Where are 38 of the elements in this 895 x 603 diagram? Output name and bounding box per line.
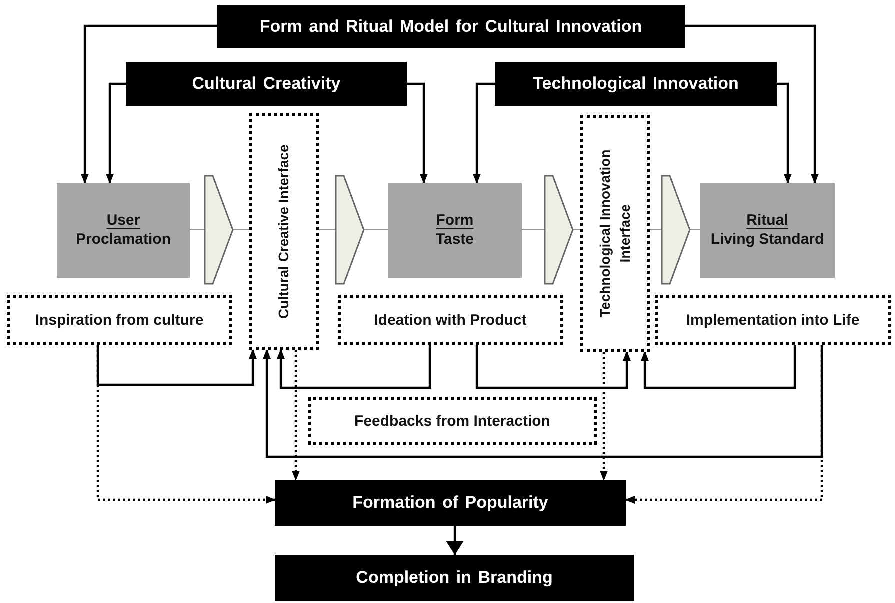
heading-bar: Form and Ritual Model for Cultural Innovation — [217, 5, 685, 48]
arrow — [777, 82, 792, 184]
arrow — [96, 345, 257, 386]
arrow — [446, 526, 464, 555]
interface-box — [249, 113, 319, 350]
stage-box — [388, 183, 522, 278]
stage-box — [700, 183, 835, 278]
arrow — [473, 82, 495, 184]
interface-box — [580, 115, 650, 352]
dotted-box: Implementation into Life — [655, 295, 891, 345]
dotted-box: Feedbacks from Interaction — [308, 397, 597, 445]
box-heading: Form — [436, 212, 474, 230]
heading-bar: Completion in Branding — [275, 555, 634, 601]
dotted-box: Inspiration from culture — [7, 295, 232, 345]
box-text: Proclamation — [76, 230, 172, 250]
heading-bar: Technological Innovation — [495, 62, 777, 106]
arrow — [625, 345, 824, 504]
heading-bar: Cultural Creativity — [126, 62, 407, 106]
arrow — [476, 345, 631, 390]
dotted-box: Ideation with Product — [338, 295, 563, 345]
arrow — [407, 82, 428, 184]
interface-label: Technological Innovation Interface — [595, 148, 633, 320]
arrow — [96, 345, 276, 504]
arrow — [600, 352, 608, 481]
arrow — [263, 345, 824, 458]
box-heading: User — [106, 212, 140, 230]
interface-label: Cultural Creative Interface — [274, 143, 292, 321]
arrow — [81, 24, 217, 184]
arrow — [292, 350, 300, 481]
arrow — [641, 345, 796, 390]
arrow — [106, 82, 126, 184]
stage-box — [57, 183, 190, 278]
arrow — [685, 24, 819, 184]
box-text: Living Standard — [710, 230, 824, 250]
heading-bar: Formation of Popularity — [275, 480, 626, 526]
arrow — [277, 345, 432, 390]
box-heading: Ritual — [746, 212, 788, 230]
box-text: Taste — [436, 230, 474, 250]
